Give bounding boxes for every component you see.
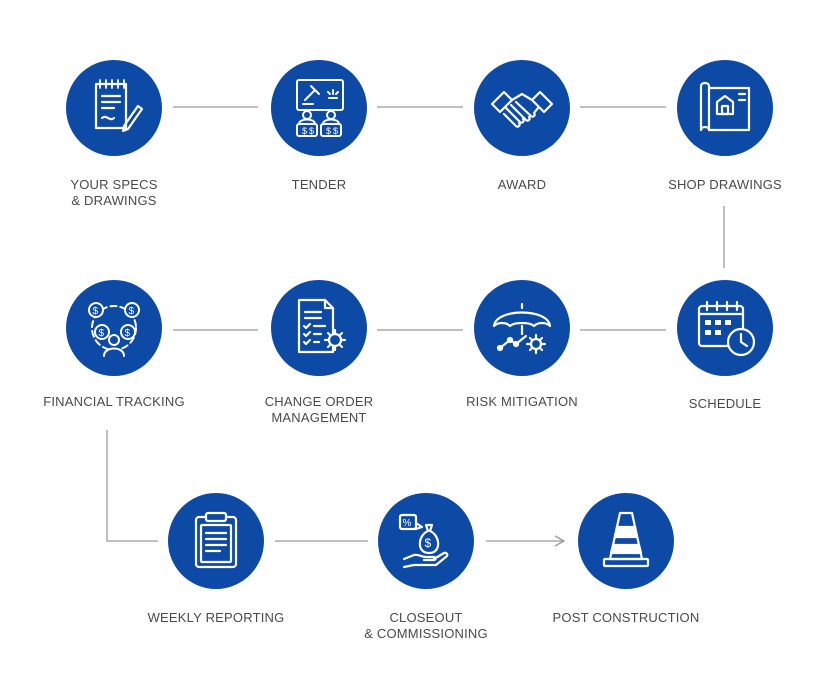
step-label: SHOP DRAWINGS: [668, 177, 782, 192]
step-label: AWARD: [497, 177, 547, 192]
step-label: WEEKLY REPORTING: [147, 610, 285, 625]
document-pencil-icon: [66, 60, 162, 156]
step-label: POST CONSTRUCTION: [552, 610, 700, 625]
connector-financial-weekly: [106, 430, 158, 542]
auction-gavel-icon: $ $ $ $: [271, 60, 367, 156]
svg-text:$: $: [302, 126, 307, 136]
svg-text:%: %: [403, 518, 412, 529]
umbrella-gear-icon: [474, 280, 570, 376]
handshake-icon: [474, 60, 570, 156]
step-label: SCHEDULE: [688, 396, 762, 411]
step-label: CLOSEOUT & COMMISSIONING: [364, 610, 488, 641]
clipboard-icon: [168, 493, 264, 589]
svg-text:$: $: [333, 126, 338, 136]
svg-text:$: $: [125, 328, 131, 339]
step-label: FINANCIAL TRACKING: [43, 394, 185, 409]
svg-text:$: $: [93, 306, 99, 317]
step-label: YOUR SPECS & DRAWINGS: [70, 177, 158, 208]
svg-text:$: $: [129, 306, 135, 317]
step-label: TENDER: [291, 177, 347, 192]
svg-text:$: $: [309, 126, 314, 136]
blueprint-icon: [677, 60, 773, 156]
hand-money-bag-icon: % $: [378, 493, 474, 589]
calendar-clock-icon: [677, 280, 773, 376]
step-label: CHANGE ORDER MANAGEMENT: [264, 394, 374, 425]
svg-text:$: $: [425, 536, 432, 550]
document-gear-icon: [271, 280, 367, 376]
svg-text:$: $: [326, 126, 331, 136]
svg-text:$: $: [99, 328, 105, 339]
money-cycle-icon: $ $ $ $: [66, 280, 162, 376]
step-label: RISK MITIGATION: [466, 394, 578, 409]
traffic-cone-icon: [578, 493, 674, 589]
